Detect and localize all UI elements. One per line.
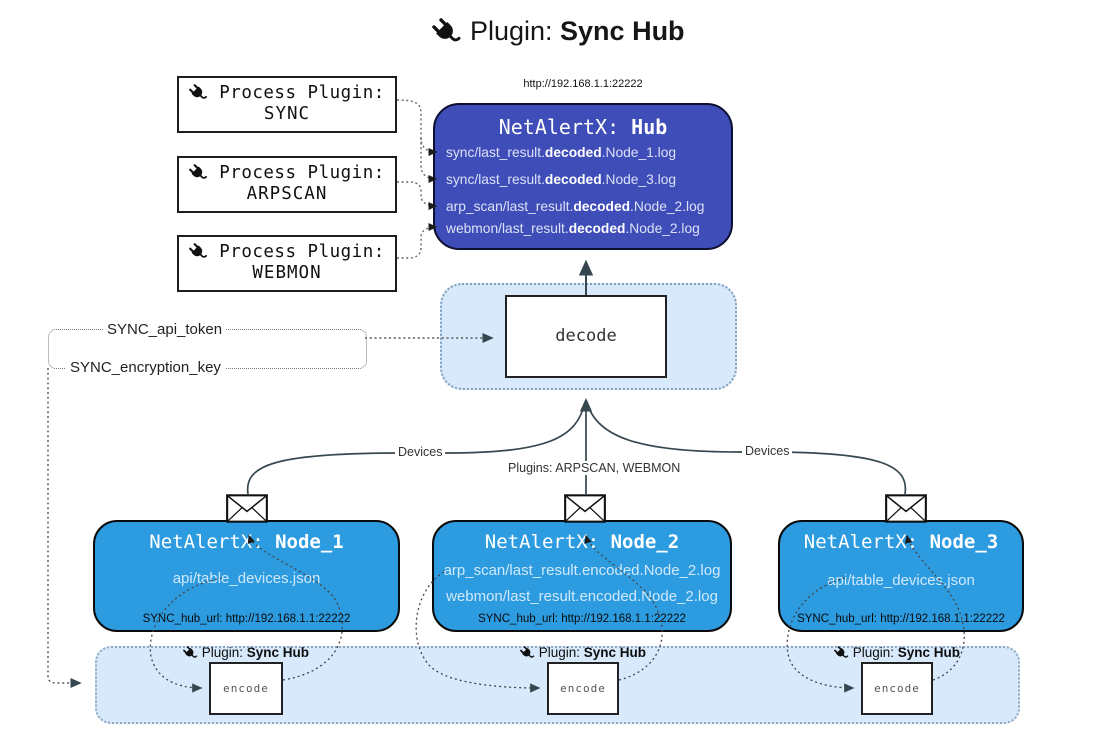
page-title: Plugin: Sync Hub [0,16,1117,48]
sync-api-token-label: SYNC_api_token [103,321,227,338]
node-hub-url: SYNC_hub_url: http://192.168.1.1:22222 [797,613,1005,625]
encode-box: encode [861,662,933,715]
node-title: NetAlertX: Node_1 [149,531,344,553]
encode-plugin-label: Plugin: Sync Hub [802,645,992,661]
node-hub-url: SYNC_hub_url: http://192.168.1.1:22222 [478,613,686,625]
plug-icon [183,646,198,661]
hub-log-line: webmon/last_result.decoded.Node_2.log [446,221,700,236]
node-title: NetAlertX: Node_3 [803,531,999,553]
process-plugin-name: SYNC [263,104,311,124]
node-hub-url: SYNC_hub_url: http://192.168.1.1:22222 [142,613,351,625]
node-3-box: NetAlertX: Node_3 api/table_devices.json… [778,520,1024,632]
edge-label-devices-right: Devices [742,444,793,458]
hub-title-name: Hub [631,115,668,139]
hub-url: http://192.168.1.1:22222 [523,78,643,90]
node-file: webmon/last_result.encoded.Node_2.log [446,588,718,605]
process-plugin-webmon: Process Plugin: WEBMON [177,235,397,292]
node-1-box: NetAlertX: Node_1 api/table_devices.json… [93,520,400,632]
page-title-prefix: Plugin: [469,16,553,46]
decode-box: decode [505,295,667,378]
node-file: arp_scan/last_result.encoded.Node_2.log [443,562,721,579]
plug-icon [432,18,462,48]
sync-encryption-key-label: SYNC_encryption_key [66,359,225,376]
hub-log-line: sync/last_result.decoded.Node_3.log [446,172,677,187]
plug-icon [189,164,208,183]
process-plugin-sync: Process Plugin: SYNC [177,76,397,133]
node-file: api/table_devices.json [827,572,975,589]
edge-label-devices-left: Devices [395,445,446,459]
hub-log-line: sync/last_result.decoded.Node_1.log [446,145,677,160]
node-file: api/table_devices.json [172,570,321,587]
process-plugin-label: Process Plugin: [219,83,385,103]
hub-title: NetAlertX: Hub [435,115,731,139]
encode-plugin-label: Plugin: Sync Hub [488,645,678,661]
envelope-icon [885,494,927,523]
encode-box: encode [209,662,283,715]
plug-icon [520,646,535,661]
process-plugin-name: ARPSCAN [246,184,328,204]
node-title: NetAlertX: Node_2 [484,531,680,553]
process-plugin-name: WEBMON [252,263,322,283]
process-plugin-label: Process Plugin: [219,163,385,183]
process-plugin-label: Process Plugin: [219,242,385,262]
encode-box: encode [547,662,619,715]
plug-icon [189,84,208,103]
encode-plugin-label: Plugin: Sync Hub [151,645,341,661]
hub-title-prefix: NetAlertX: [498,115,632,139]
hub-box: NetAlertX: Hub sync/last_result.decoded.… [433,103,733,250]
process-plugin-arpscan: Process Plugin: ARPSCAN [177,156,397,213]
node-2-box: NetAlertX: Node_2 arp_scan/last_result.e… [432,520,732,632]
plug-icon [189,243,208,262]
envelope-icon [564,494,606,523]
edge-label-plugins: Plugins: ARPSCAN, WEBMON [505,461,684,475]
envelope-icon [226,494,268,523]
hub-log-line: arp_scan/last_result.decoded.Node_2.log [446,199,705,214]
plug-icon [834,646,849,661]
page-title-name: Sync Hub [560,16,685,46]
